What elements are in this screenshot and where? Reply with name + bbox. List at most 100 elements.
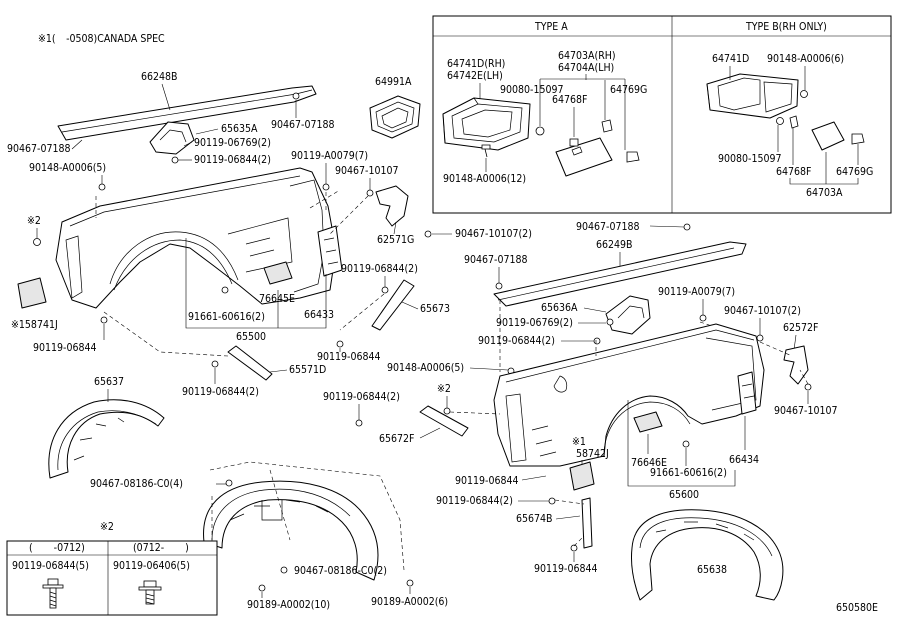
label-64741d-rh: 64741D(RH) <box>447 58 505 70</box>
liner-65637 <box>48 399 165 479</box>
label-90467-08186-c0-2: 90467-08186-C0(2) <box>294 565 387 577</box>
label-64742e-lh: 64742E(LH) <box>447 70 503 82</box>
plate-76645e <box>263 261 293 285</box>
part-64991a <box>369 95 421 139</box>
label-90467-08186-c0-4: 90467-08186-C0(4) <box>90 478 183 490</box>
bracket-66433 <box>317 225 343 277</box>
label-76645e: 76645E <box>259 293 295 305</box>
label-90119-06769-2b: 90119-06769(2) <box>496 317 573 329</box>
screw-table-title: ※2 <box>100 521 114 533</box>
label-62571g: 62571G <box>377 234 414 246</box>
label-90119-06844-c: 90119-06844 <box>455 475 519 487</box>
label-76646e: 76646E <box>631 457 667 469</box>
label-65500: 65500 <box>236 331 266 343</box>
label-90119-06844-2f: 90119-06844(2) <box>436 495 513 507</box>
label-58742j: 58742J <box>576 448 609 460</box>
label-65636a: 65636A <box>541 302 578 314</box>
label-90148-a0006-5b: 90148-A0006(5) <box>387 362 464 374</box>
rail-66249b <box>493 241 747 307</box>
screw-icon-col2 <box>138 580 162 605</box>
type-a-lid-64703a <box>555 137 613 177</box>
screw-col2-value: 90119-06406(5) <box>113 560 190 572</box>
label-64703a-b: 64703A <box>806 187 843 199</box>
label-90119-06844-2d: 90119-06844(2) <box>478 335 555 347</box>
label-90189-a0002-6: 90189-A0002(6) <box>371 596 448 608</box>
type-a-title: TYPE A <box>534 21 568 33</box>
bracket-62572f <box>783 345 809 385</box>
bedside-65500 <box>55 167 337 309</box>
screw-col1-header: ( -0712) <box>29 542 85 554</box>
canada-spec-note: ※1( -0508)CANADA SPEC <box>38 33 165 45</box>
type-b-tray-64741d <box>706 73 799 119</box>
label-90148-a0006-12: 90148-A0006(12) <box>443 173 526 185</box>
brace-65674b <box>581 497 593 549</box>
label-90467-10107-a: 90467-10107 <box>335 165 399 177</box>
label-90467-07188-b: 90467-07188 <box>271 119 335 131</box>
label-90119-06844-a: 90119-06844 <box>33 342 97 354</box>
label-64768f-b: 64768F <box>776 166 811 178</box>
brace-65571d <box>227 345 273 381</box>
label-64703a-rh: 64703A(RH) <box>558 50 616 62</box>
label-90119-06769-2a: 90119-06769(2) <box>194 137 271 149</box>
label-64704a-lh: 64704A(LH) <box>558 62 614 74</box>
label-90119-06844-2c: 90119-06844(2) <box>182 386 259 398</box>
label-90119-06844-d: 90119-06844 <box>534 563 598 575</box>
bracket-62571g <box>375 185 409 227</box>
plate-76646e <box>633 411 663 433</box>
diagram-code: 650580E <box>836 602 878 614</box>
label-90080-15097-a: 90080-15097 <box>500 84 564 96</box>
screw-col2-header: (0712- ) <box>133 542 189 554</box>
label-65674b: 65674B <box>516 513 553 525</box>
label-90467-07188-c: 90467-07188 <box>576 221 640 233</box>
screw-icon-col1 <box>42 578 64 609</box>
label-65600: 65600 <box>669 489 699 501</box>
note-star2-b: ※2 <box>437 383 451 395</box>
label-62572f: 62572F <box>783 322 818 334</box>
type-a-tray-64741d <box>442 97 531 151</box>
bracket-66434 <box>737 371 757 415</box>
label-90148-a0006-5a: 90148-A0006(5) <box>29 162 106 174</box>
label-65638: 65638 <box>697 564 727 576</box>
label-64768f-a: 64768F <box>552 94 587 106</box>
label-90467-10107-2b: 90467-10107(2) <box>724 305 801 317</box>
label-64991a: 64991A <box>375 76 412 88</box>
label-66434: 66434 <box>729 454 759 466</box>
label-64741d-b: 64741D <box>712 53 749 65</box>
label-90467-07188-d: 90467-07188 <box>464 254 528 266</box>
bracket-65635a <box>149 121 195 155</box>
liner-center <box>203 480 379 581</box>
brace-65672f <box>419 405 469 437</box>
label-91661-60616-2a: 91661-60616(2) <box>188 311 265 323</box>
label-64769g-b: 64769G <box>836 166 873 178</box>
type-inset: TYPE A TYPE B(RH ONLY) 64741D(RH) 64742E… <box>432 15 892 214</box>
type-b-small-parts <box>776 90 865 151</box>
label-90467-07188-a: 90467-07188 <box>7 143 71 155</box>
label-90080-15097-b: 90080-15097 <box>718 153 782 165</box>
screw-table: ※2 ( -0712) (0712- ) 90119-06844(5) 9011… <box>6 521 218 616</box>
bracket-65636a <box>605 295 651 335</box>
label-90189-a0002-10: 90189-A0002(10) <box>247 599 330 611</box>
type-a-small-parts <box>481 119 640 163</box>
label-64769g-a: 64769G <box>610 84 647 96</box>
part-158741j <box>17 277 47 309</box>
label-65672f: 65672F <box>379 433 414 445</box>
label-90119-a0079-7b: 90119-A0079(7) <box>658 286 735 298</box>
label-91661-60616-2b: 91661-60616(2) <box>650 467 727 479</box>
label-90467-10107-2a: 90467-10107(2) <box>455 228 532 240</box>
label-65673: 65673 <box>420 303 450 315</box>
part-58742j <box>569 461 595 491</box>
type-b-title: TYPE B(RH ONLY) <box>745 21 827 33</box>
label-90119-a0079-7a: 90119-A0079(7) <box>291 150 368 162</box>
bedside-65600 <box>493 323 765 467</box>
note-star2-a: ※2 <box>27 215 41 227</box>
label-65637: 65637 <box>94 376 124 388</box>
note-star1: ※1 <box>572 436 586 448</box>
screw-col1-value: 90119-06844(5) <box>12 560 89 572</box>
brace-65673 <box>371 279 415 331</box>
liner-65638 <box>631 509 784 601</box>
label-65571d: 65571D <box>289 364 326 376</box>
label-90119-06844-2e: 90119-06844(2) <box>323 391 400 403</box>
label-90119-06844-b: 90119-06844 <box>317 351 381 363</box>
label-66248b: 66248B <box>141 71 178 83</box>
